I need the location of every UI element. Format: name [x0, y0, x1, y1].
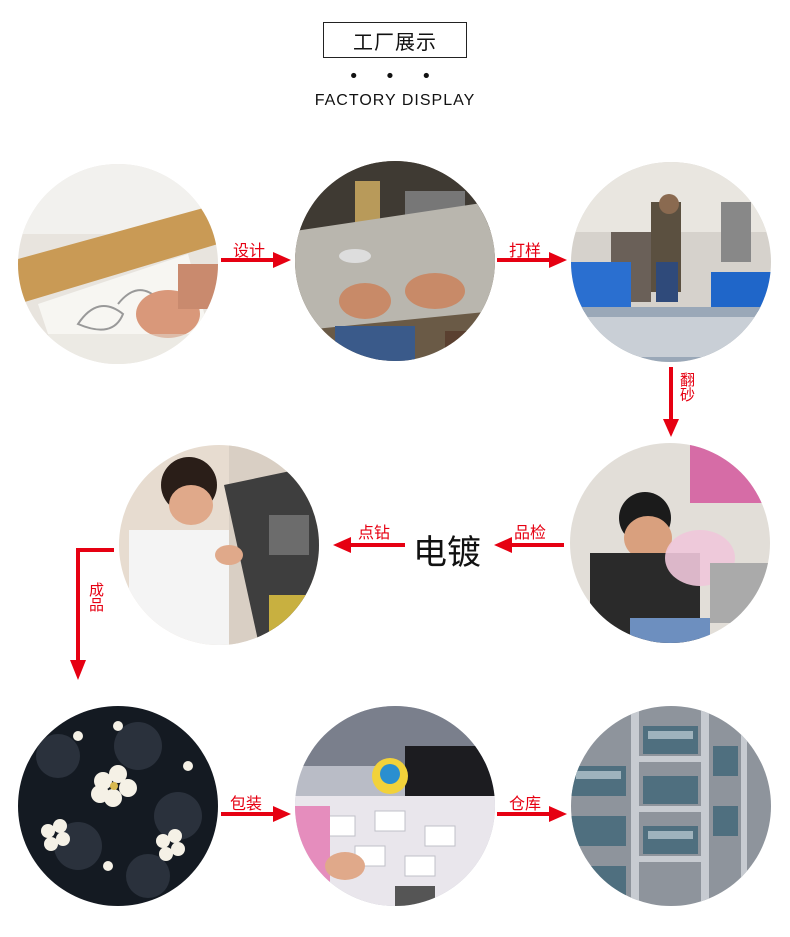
- label-packing: 包装: [230, 794, 263, 813]
- photo-sand: [571, 162, 771, 362]
- warehouse-illustration: [571, 706, 771, 906]
- arrow-packing-to-warehouse: [497, 806, 567, 822]
- label-sample: 打样: [509, 241, 542, 260]
- inspection-illustration: [570, 443, 770, 643]
- photo-finished: [18, 706, 218, 906]
- arrow-sand-down: [663, 367, 679, 437]
- label-design: 设计: [233, 241, 266, 260]
- arrow-stone-left: [333, 537, 405, 553]
- section-title: 工厂展示: [353, 29, 437, 54]
- photo-sample: [295, 161, 495, 361]
- label-stone: 点钻: [358, 523, 391, 542]
- design-illustration: [18, 164, 218, 364]
- packing-illustration: [295, 706, 495, 906]
- arrow-inspect-left: [494, 537, 564, 553]
- section-subtitle: FACTORY DISPLAY: [314, 92, 476, 109]
- photo-stone-setting: [119, 445, 319, 645]
- arrow-design-to-sample: [221, 252, 291, 268]
- arrow-finished-down: [70, 548, 114, 680]
- label-inspect: 品检: [514, 523, 547, 542]
- label-warehouse: 仓库: [509, 794, 542, 813]
- label-plating: 电镀: [413, 533, 481, 573]
- photo-warehouse: [571, 706, 771, 906]
- arrow-finished-to-packing: [221, 806, 291, 822]
- photo-packing: [295, 706, 495, 906]
- stone-setting-illustration: [119, 445, 319, 645]
- sample-illustration: [295, 161, 495, 361]
- label-sand: 翻砂: [678, 372, 696, 402]
- sand-illustration: [571, 162, 771, 362]
- finished-illustration: [18, 706, 218, 906]
- photo-inspection: [570, 443, 770, 643]
- photo-design: [18, 164, 218, 364]
- arrow-sample-to-sand: [497, 252, 567, 268]
- label-finished: 成品: [87, 582, 105, 612]
- title-dots: • • •: [348, 66, 442, 87]
- section-title-box: 工厂展示: [323, 22, 467, 58]
